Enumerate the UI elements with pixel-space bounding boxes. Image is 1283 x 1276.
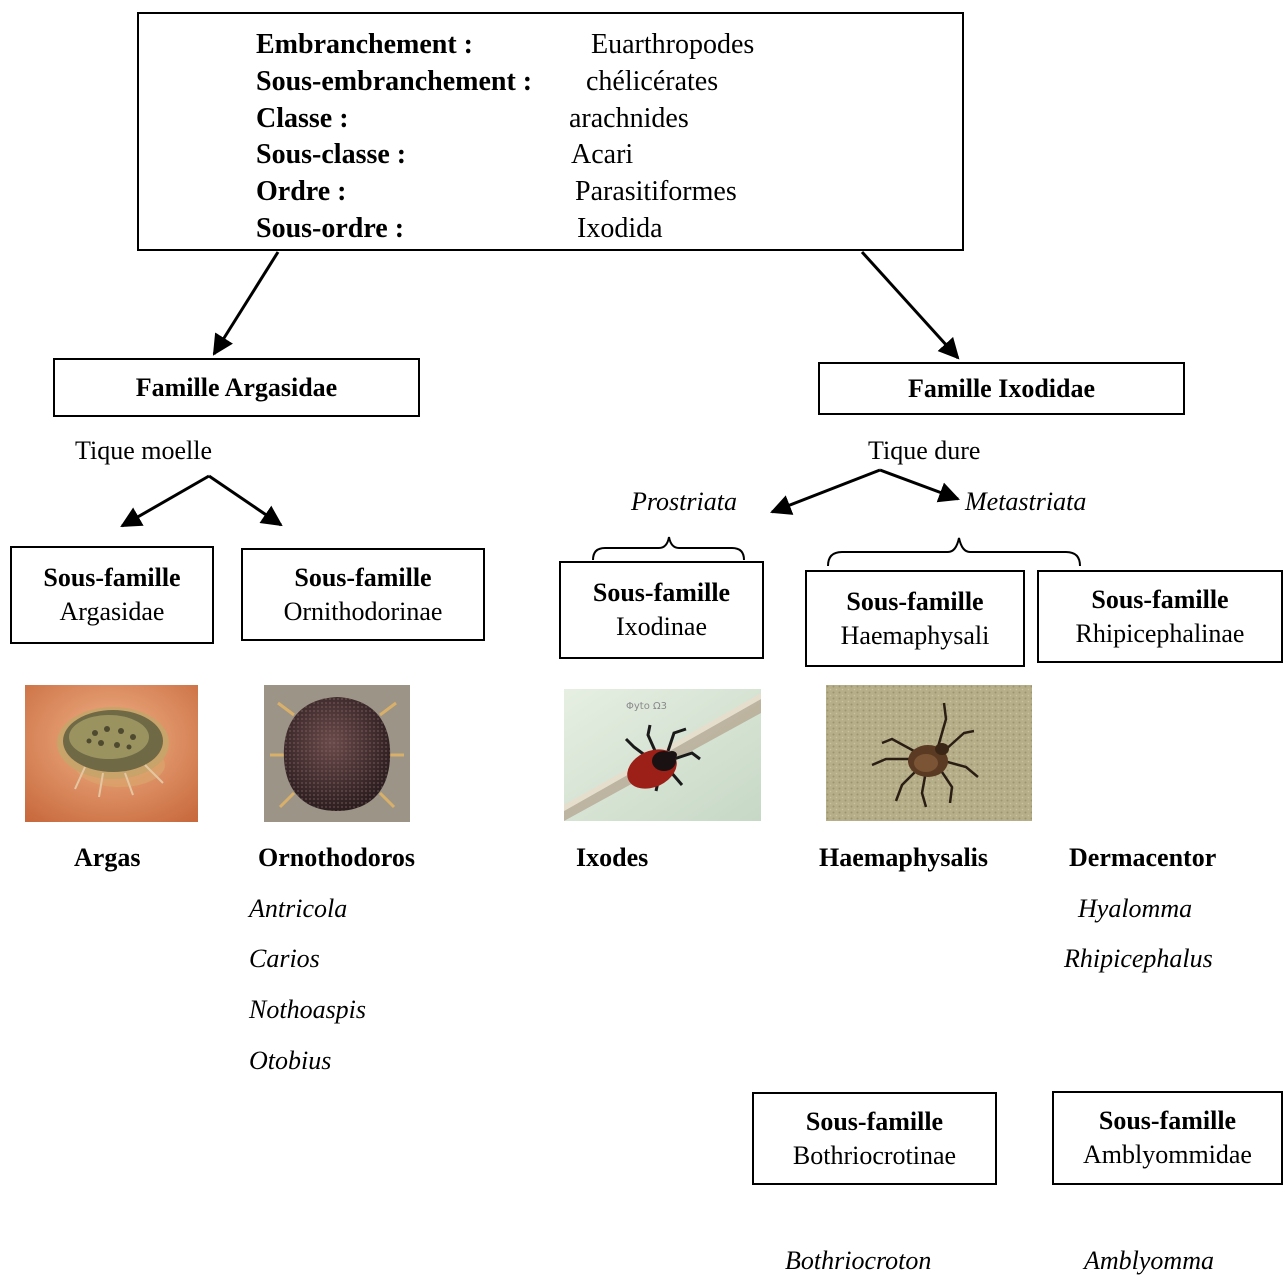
subfamily-name: Ixodinae [616, 612, 707, 641]
taxonomy-box: Embranchement : Euarthropodes Sous-embra… [137, 12, 964, 251]
genus-haemaphysalis: Haemaphysalis [819, 843, 989, 872]
family-ixodidae-title: Famille Ixodidae [907, 373, 1096, 403]
soft-tick-label: Tique moelle [75, 436, 212, 465]
taxonomy-label: Classe : [256, 103, 349, 134]
taxonomy-value: chélicérates [586, 66, 719, 97]
subfamily-ixodinae-box: Sous-famille Ixodinae [559, 561, 764, 659]
subfamily-heading: Sous-famille [294, 562, 432, 592]
brace-prostriata [592, 536, 745, 561]
prostriata-label: Prostriata [631, 487, 737, 516]
taxonomy-value: Acari [571, 139, 634, 170]
arrow-to-ornithodorinae [208, 474, 283, 527]
genus-nothoaspis: Nothoaspis [249, 995, 367, 1024]
taxonomy-label: Sous-ordre : [256, 213, 405, 244]
genus-carios: Carios [249, 944, 320, 973]
subfamily-bothriocrotinae-box: Sous-famille Bothriocrotinae [752, 1092, 997, 1185]
hard-tick-label: Tique dure [868, 436, 981, 465]
subfamily-heading: Sous-famille [592, 578, 731, 607]
taxonomy-value: Parasitiformes [575, 176, 737, 207]
subfamily-name: Amblyommidae [1083, 1140, 1252, 1169]
subfamily-name: Bothriocrotinae [792, 1140, 957, 1170]
photo-watermark: Φyto Ω3 [626, 701, 667, 712]
subfamily-name: Rhipicephalinae [1075, 618, 1245, 648]
haemaphysalis-photo [826, 685, 1032, 821]
taxonomy-label: Ordre : [256, 176, 347, 207]
genus-ornithodoros: Ornothodoros [258, 843, 415, 872]
subfamily-argasinae-box: Sous-famille Argasidae [10, 546, 214, 644]
arrow-to-prostriata [770, 468, 881, 515]
family-argasidae-title: Famille Argasidae [135, 372, 338, 402]
genus-otobius: Otobius [249, 1046, 332, 1075]
subfamily-name: Argasidae [59, 597, 165, 626]
taxonomy-value: Euarthropodes [591, 29, 755, 60]
subfamily-rhipicephalinae-box: Sous-famille Rhipicephalinae [1037, 570, 1283, 663]
family-argasidae-box: Famille Argasidae [53, 358, 420, 417]
subfamily-name: Haemaphysali [840, 620, 990, 650]
subfamily-amblyomminae-box: Sous-famille Amblyommidae [1052, 1091, 1283, 1185]
ixodes-photo: Φyto Ω3 [564, 689, 761, 821]
subfamily-heading: Sous-famille [1098, 1106, 1237, 1135]
genus-rhipicephalus: Rhipicephalus [1064, 944, 1213, 973]
taxonomy-value: Ixodida [577, 213, 663, 244]
arrow-to-metastriata [879, 468, 960, 503]
genus-ixodes: Ixodes [576, 843, 649, 872]
family-ixodidae-box: Famille Ixodidae [818, 362, 1185, 415]
genus-hyalomma: Hyalomma [1078, 894, 1193, 923]
argas-photo [25, 685, 198, 822]
taxonomy-label: Embranchement : [256, 29, 473, 60]
genus-amblyomma: Amblyomma [1084, 1246, 1214, 1275]
arrow-to-ixodidae [860, 250, 960, 360]
subfamily-ornithodorinae-box: Sous-famille Ornithodorinae [241, 548, 485, 641]
genus-argas: Argas [74, 843, 141, 872]
taxonomy-value: arachnides [569, 103, 689, 134]
ornithodoros-photo [264, 685, 410, 822]
genus-antricola: Antricola [249, 894, 348, 923]
subfamily-heading: Sous-famille [1091, 584, 1229, 614]
subfamily-heading: Sous-famille [805, 1106, 944, 1136]
taxonomy-label: Sous-embranchement : [256, 66, 533, 97]
subfamily-name: Ornithodorinae [283, 596, 443, 626]
subfamily-heading: Sous-famille [43, 563, 181, 592]
taxonomy-label: Sous-classe : [256, 139, 407, 170]
genus-dermacentor: Dermacentor [1069, 843, 1217, 872]
arrow-to-argasinae [120, 474, 210, 528]
brace-metastriata [827, 537, 1081, 567]
subfamily-haemaphysalinae-box: Sous-famille Haemaphysali [805, 570, 1025, 667]
metastriata-label: Metastriata [965, 487, 1087, 516]
genus-bothriocroton: Bothriocroton [785, 1246, 932, 1275]
arrow-to-argasidae [212, 251, 280, 356]
subfamily-heading: Sous-famille [846, 586, 984, 616]
